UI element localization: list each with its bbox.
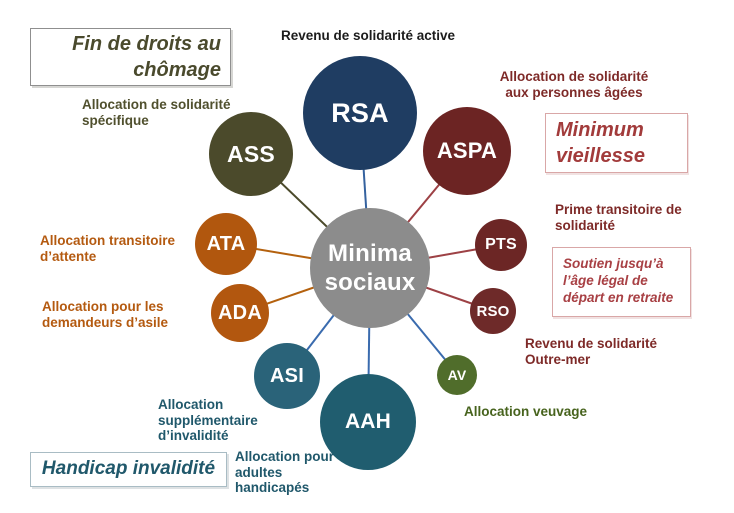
node-rsa-circle: RSA — [303, 56, 417, 170]
box-line: l’âge légal de — [563, 273, 648, 288]
label-line: Revenu de solidarité active — [280, 28, 456, 43]
label-asi: Allocation supplémentaire d’invalidité — [158, 397, 283, 444]
node-av-abbr: AV — [447, 367, 467, 383]
label-line: Allocation pour — [235, 449, 334, 464]
label-line: spécifique — [82, 112, 149, 128]
label-rso: Revenu de solidarité Outre-mer — [525, 336, 680, 367]
node-ata-circle: ATA — [195, 213, 257, 275]
node-center-label-line: Minima — [328, 240, 412, 267]
label-pts: Prime transitoire de solidarité — [555, 202, 700, 233]
label-line: Allocation de solidarité — [82, 97, 231, 112]
node-rsa-abbr: RSA — [331, 97, 389, 128]
box-line: Minimum — [556, 119, 644, 141]
node-ass-abbr: ASS — [227, 140, 275, 167]
label-rsa: Revenu de solidarité active — [268, 28, 468, 44]
label-line: d’invalidité — [158, 428, 229, 443]
category-box-soutien-retraite: Soutien jusqu’à l’âge légal de départ en… — [552, 247, 691, 317]
node-aspa-circle: ASPA — [423, 107, 511, 195]
category-box-fin-droits-chomage: Fin de droits au chômage — [30, 28, 231, 86]
label-ata: Allocation transitoire d’attente — [40, 233, 205, 264]
node-center-label-line: sociaux — [324, 269, 416, 296]
label-line: aux personnes âgées — [505, 84, 643, 100]
label-line: d’attente — [40, 248, 97, 264]
label-aspa: Allocation de solidarité aux personnes â… — [488, 69, 660, 100]
label-line: Allocation — [158, 397, 224, 412]
label-line: demandeurs d’asile — [42, 314, 169, 330]
node-aah-abbr: AAH — [344, 410, 392, 433]
node-ass-circle: ASS — [209, 112, 293, 196]
box-line: Handicap invalidité — [41, 458, 216, 479]
label-line: adultes — [235, 464, 283, 480]
label-line: Allocation veuvage — [464, 404, 588, 419]
label-line: Allocation transitoire — [40, 233, 176, 248]
node-center-label: Minima sociaux — [325, 239, 416, 297]
label-line: Revenu de solidarité — [525, 336, 658, 351]
node-aah-circle: AAH — [320, 374, 416, 470]
node-aspa-abbr: ASPA — [436, 138, 498, 163]
label-line: handicapés — [235, 480, 310, 495]
node-center-circle: Minima sociaux — [310, 208, 430, 328]
label-av: Allocation veuvage — [464, 404, 604, 420]
node-ada-circle: ADA — [211, 284, 269, 342]
node-rso-circle: RSO — [470, 288, 516, 334]
box-line: Soutien jusqu’à — [563, 256, 664, 271]
label-line: Allocation de solidarité — [499, 69, 649, 84]
label-line: supplémentaire — [158, 412, 258, 428]
box-line: vieillesse — [556, 145, 645, 167]
node-asi-circle: ASI — [254, 343, 320, 409]
label-line: Outre-mer — [525, 351, 591, 367]
box-line: départ en retraite — [563, 290, 674, 305]
category-box-handicap-invalidite: Handicap invalidité — [30, 452, 227, 487]
category-box-minimum-vieillesse: Minimum vieillesse — [545, 113, 688, 173]
label-line: solidarité — [555, 217, 616, 233]
node-ata-abbr: ATA — [206, 232, 246, 255]
label-line: Allocation pour les — [42, 299, 164, 314]
label-line: Prime transitoire de — [555, 202, 682, 217]
node-pts-circle: PTS — [475, 219, 527, 271]
node-ada-abbr: ADA — [218, 301, 262, 324]
box-line: chômage — [133, 59, 221, 81]
box-line: Fin de droits au — [72, 33, 221, 55]
label-ass: Allocation de solidarité spécifique — [82, 97, 257, 128]
label-aah: Allocation pour adultes handicapés — [235, 449, 350, 496]
node-rso-abbr: RSO — [476, 302, 510, 320]
node-asi-abbr: ASI — [270, 364, 304, 387]
node-av-circle: AV — [437, 355, 477, 395]
node-pts-abbr: PTS — [485, 236, 517, 253]
label-ada: Allocation pour les demandeurs d’asile — [42, 299, 207, 330]
